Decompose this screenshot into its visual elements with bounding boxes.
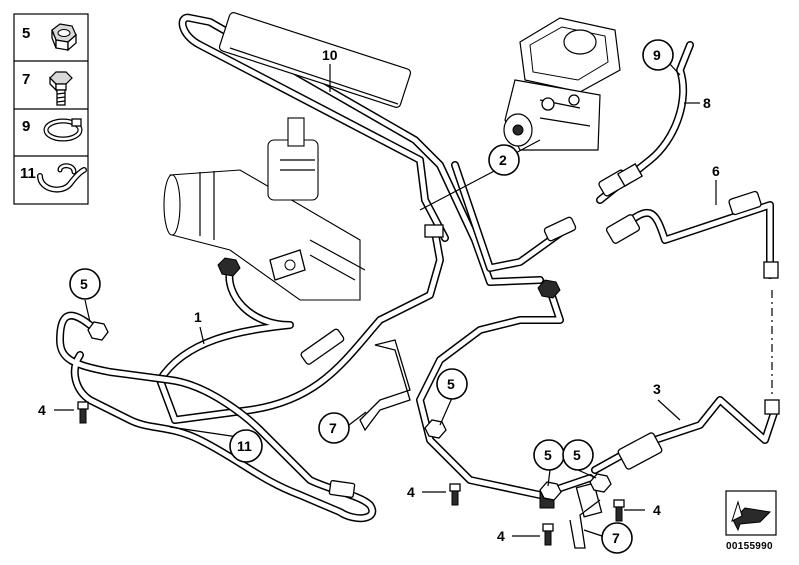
callout-bubble-9 (642, 39, 674, 71)
nut-icon (87, 321, 109, 341)
callout-7: 7 (329, 420, 337, 436)
callout-9: 9 (653, 47, 661, 63)
callout-5: 5 (573, 447, 581, 463)
legend-number: 11 (20, 165, 36, 182)
callout-bubble-7 (318, 412, 350, 444)
callout-8: 8 (703, 95, 711, 111)
bolt-icon (542, 523, 554, 546)
legend-number: 9 (22, 118, 30, 135)
leader-lines (54, 61, 717, 537)
callout-6: 6 (712, 163, 720, 179)
bolt-icon (449, 483, 461, 506)
callout-5: 5 (447, 376, 455, 392)
callout-3: 3 (653, 381, 661, 397)
legend-row-nut: 5 (22, 23, 77, 52)
callout-bubble-5 (69, 268, 101, 300)
pipe-clip-icon (37, 163, 87, 193)
arrow-icon (731, 500, 772, 532)
callout-bubble-11 (229, 429, 263, 463)
callout-4: 4 (38, 402, 46, 418)
legend-number: 7 (22, 71, 30, 88)
callout-1: 1 (194, 309, 202, 325)
nut-icon (539, 481, 562, 501)
fittings (218, 12, 780, 549)
hex-nut-icon (51, 23, 77, 52)
steering-pump (503, 17, 621, 151)
callout-bubble-2 (488, 144, 520, 176)
callout-2: 2 (499, 152, 507, 168)
callout-5: 5 (80, 276, 88, 292)
steering-rack (163, 117, 366, 301)
callouts: 10 9 8 2 6 1 5 4 11 7 5 3 4 5 5 4 4 7 (38, 39, 720, 554)
nut-icon (537, 279, 561, 299)
callout-bubble-5 (436, 368, 468, 400)
callout-4: 4 (407, 484, 415, 500)
nut-icon (217, 257, 241, 277)
bolt-icon (77, 401, 89, 424)
callout-7: 7 (612, 530, 620, 546)
legend-row-clip: 11 (20, 163, 87, 193)
callout-bubble-5 (562, 439, 594, 471)
callout-4: 4 (653, 502, 661, 518)
bolt-icon (613, 499, 625, 522)
pipe-lines (56, 13, 779, 523)
legend-row-bolt: 7 (22, 71, 73, 106)
legend-row-clamp: 9 (22, 118, 83, 142)
callout-bubble-7 (601, 522, 633, 554)
nut-icon (589, 473, 612, 493)
callout-4: 4 (497, 528, 505, 544)
doc-stamp (725, 490, 777, 536)
hose-clamp-icon (43, 118, 83, 142)
legend-number: 5 (22, 25, 30, 42)
document-id: 00155990 (726, 541, 773, 552)
callout-10: 10 (322, 47, 338, 63)
hardware (77, 257, 625, 546)
legend-panel: 5 7 9 (13, 13, 89, 205)
hex-bolt-icon (49, 71, 73, 106)
callout-5: 5 (544, 447, 552, 463)
callout-11: 11 (237, 438, 252, 454)
